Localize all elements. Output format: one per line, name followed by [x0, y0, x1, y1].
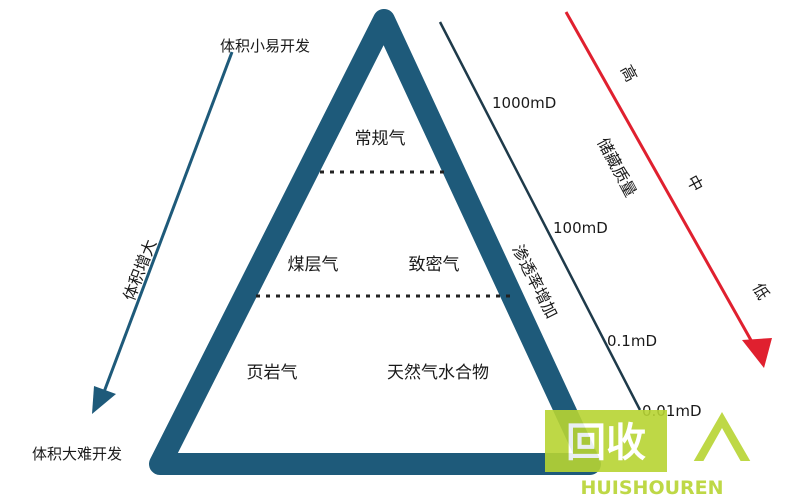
watermark-site-text: HUISHOUREN	[580, 477, 723, 499]
label-volume-increase: 体积增大	[120, 237, 161, 304]
volume-arrow-head	[92, 386, 116, 414]
label-quality-high: 高	[617, 62, 641, 85]
label-storage-quality: 储藏质量	[593, 135, 640, 200]
layer-label-tight-gas: 致密气	[409, 255, 460, 275]
perm-tick-0.1md: 0.1mD	[607, 332, 657, 350]
perm-tick-1000md: 1000mD	[492, 94, 556, 112]
watermark-logo-box	[545, 410, 667, 472]
quality-arrow-head	[742, 338, 772, 368]
perm-tick-100md: 100mD	[553, 219, 608, 237]
watermark-logo-text: 回收	[566, 420, 646, 466]
volume-arrow-shaft	[102, 51, 234, 393]
label-quality-low: 低	[749, 280, 773, 303]
pyramid-triangle	[149, 9, 601, 475]
layer-label-coalbed-gas: 煤层气	[288, 255, 339, 275]
layer-label-conventional-gas: 常规气	[355, 129, 406, 149]
label-large-volume-hard: 体积大难开发	[32, 445, 122, 463]
quality-arrow-shaft	[564, 11, 754, 343]
watermark-logo: 回收 HUISHOUREN	[545, 407, 754, 499]
layer-label-gas-hydrate: 天然气水合物	[387, 363, 489, 383]
recycle-mark-icon	[690, 407, 754, 463]
label-small-volume-easy: 体积小易开发	[220, 37, 310, 55]
label-quality-mid: 中	[683, 172, 707, 195]
layer-label-shale-gas: 页岩气	[247, 363, 298, 383]
permeability-line	[438, 21, 642, 411]
